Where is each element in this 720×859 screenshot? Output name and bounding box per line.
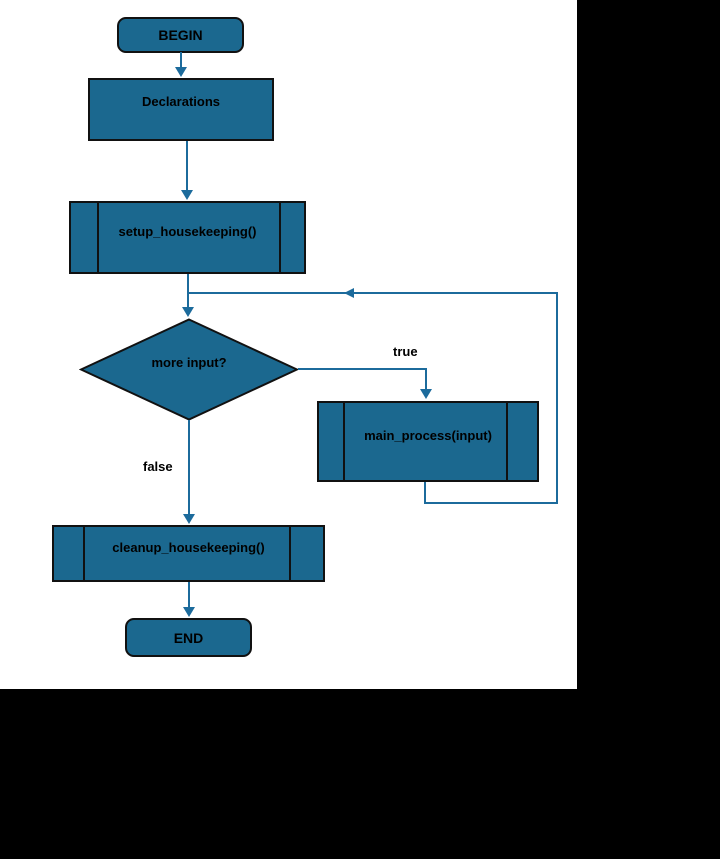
decision-label: more input?: [151, 355, 227, 370]
arrowhead-down-icon: [183, 514, 195, 524]
predefined-left-bar: [83, 527, 85, 580]
edge-cleanup-end: [188, 582, 190, 608]
decision-node[interactable]: more input?: [79, 318, 299, 421]
main-process-label: main_process(input): [364, 427, 492, 443]
flowchart-canvas: BEGIN Declarations setup_housekeeping(): [0, 0, 577, 689]
cleanup-housekeeping-node[interactable]: cleanup_housekeeping(): [52, 525, 325, 582]
decision-diamond-shape: [79, 318, 299, 421]
end-label: END: [173, 629, 204, 646]
predefined-left-bar: [97, 203, 99, 272]
true-branch-label: true: [393, 344, 418, 359]
edge-loopback-top: [188, 292, 558, 294]
edge-main-exit: [424, 482, 426, 504]
declarations-node[interactable]: Declarations: [88, 78, 274, 141]
arrowhead-down-icon: [183, 607, 195, 617]
arrowhead-down-icon: [175, 67, 187, 77]
end-node[interactable]: END: [125, 618, 252, 657]
predefined-right-bar: [506, 403, 508, 480]
predefined-right-bar: [289, 527, 291, 580]
begin-label: BEGIN: [158, 27, 203, 43]
arrowhead-down-icon: [182, 307, 194, 317]
declarations-label: Declarations: [141, 94, 221, 109]
edge-loopback-right: [556, 292, 558, 504]
setup-housekeeping-node[interactable]: setup_housekeeping(): [69, 201, 306, 274]
edge-true-horizontal: [298, 368, 427, 370]
main-process-node[interactable]: main_process(input): [317, 401, 539, 482]
false-branch-label: false: [143, 459, 173, 474]
edge-true-vertical: [425, 368, 427, 391]
predefined-left-bar: [343, 403, 345, 480]
edge-loopback-bottom: [424, 502, 558, 504]
predefined-right-bar: [279, 203, 281, 272]
edge-begin-declarations: [180, 52, 182, 70]
begin-node[interactable]: BEGIN: [117, 17, 244, 53]
setup-housekeeping-label: setup_housekeeping(): [118, 223, 257, 239]
edge-declarations-setup: [186, 141, 188, 193]
arrowhead-down-icon: [181, 190, 193, 200]
arrowhead-down-icon: [420, 389, 432, 399]
edge-false-vertical: [188, 420, 190, 515]
cleanup-housekeeping-label: cleanup_housekeeping(): [112, 539, 265, 555]
arrowhead-left-icon: [344, 288, 354, 298]
